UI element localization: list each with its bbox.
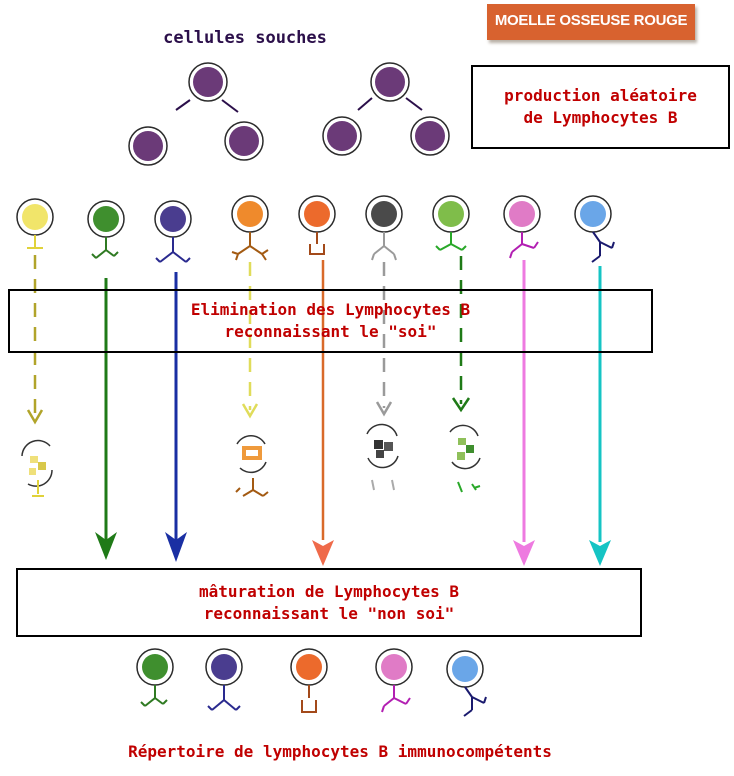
stem-cell-tree-left [128, 62, 264, 166]
lymphocyte-dark-gray [365, 195, 403, 261]
repertoire-cell-blue [446, 650, 487, 717]
lymphocyte-row [16, 195, 615, 263]
repertoire-caption: Répertoire de lymphocytes B immunocompét… [128, 742, 552, 761]
repertoire-cells [136, 648, 487, 717]
production-line-2: de Lymphocytes B [523, 108, 678, 127]
lymphocyte-blue [574, 195, 615, 263]
elimination-line-2: reconnaissant le "soi" [224, 322, 437, 341]
production-box: production aléatoire de Lymphocytes B [471, 65, 730, 149]
stem-cell [370, 62, 410, 102]
eliminated-cell-orange [235, 435, 269, 497]
repertoire-cell-orange [290, 648, 328, 713]
stem-cell [410, 116, 450, 156]
lymphocyte-orange [231, 195, 269, 261]
maturation-arrows [95, 260, 611, 566]
repertoire-cell-pink [375, 648, 413, 713]
maturation-box: mâturation de Lymphocytes B reconnaissan… [16, 568, 642, 637]
stem-cells-label: cellules souches [163, 28, 327, 48]
repertoire-cell-green [136, 648, 174, 707]
eliminated-cell-gray [366, 423, 399, 491]
stem-cell [322, 116, 362, 156]
lymphocyte-indigo [154, 200, 192, 263]
maturation-line-1: mâturation de Lymphocytes B [198, 581, 460, 601]
elimination-arrows [26, 255, 471, 425]
stem-cell-tree-right [322, 62, 450, 156]
elimination-line-1: Elimination des Lymphocytes B [190, 300, 471, 319]
lymphocyte-pink [503, 195, 541, 259]
stem-cell [224, 121, 264, 161]
eliminated-cell-yellow [21, 439, 53, 497]
stem-cell [128, 126, 168, 166]
elimination-box: Elimination des Lymphocytes B reconnaiss… [8, 289, 653, 353]
lymphocyte-green [87, 200, 125, 259]
lymphocyte-red-orange [298, 195, 336, 255]
production-line-1: production aléatoire [504, 86, 697, 105]
repertoire-cell-indigo [205, 648, 243, 711]
lymphocyte-light-green [432, 195, 470, 251]
lymphocyte-yellow [16, 198, 54, 249]
stem-cell [188, 62, 228, 102]
maturation-line-2: reconnaissant le "non soi" [203, 603, 455, 623]
bone-marrow-badge: MOELLE OSSEUSE ROUGE [487, 4, 695, 40]
eliminated-cell-light-green [449, 424, 481, 493]
